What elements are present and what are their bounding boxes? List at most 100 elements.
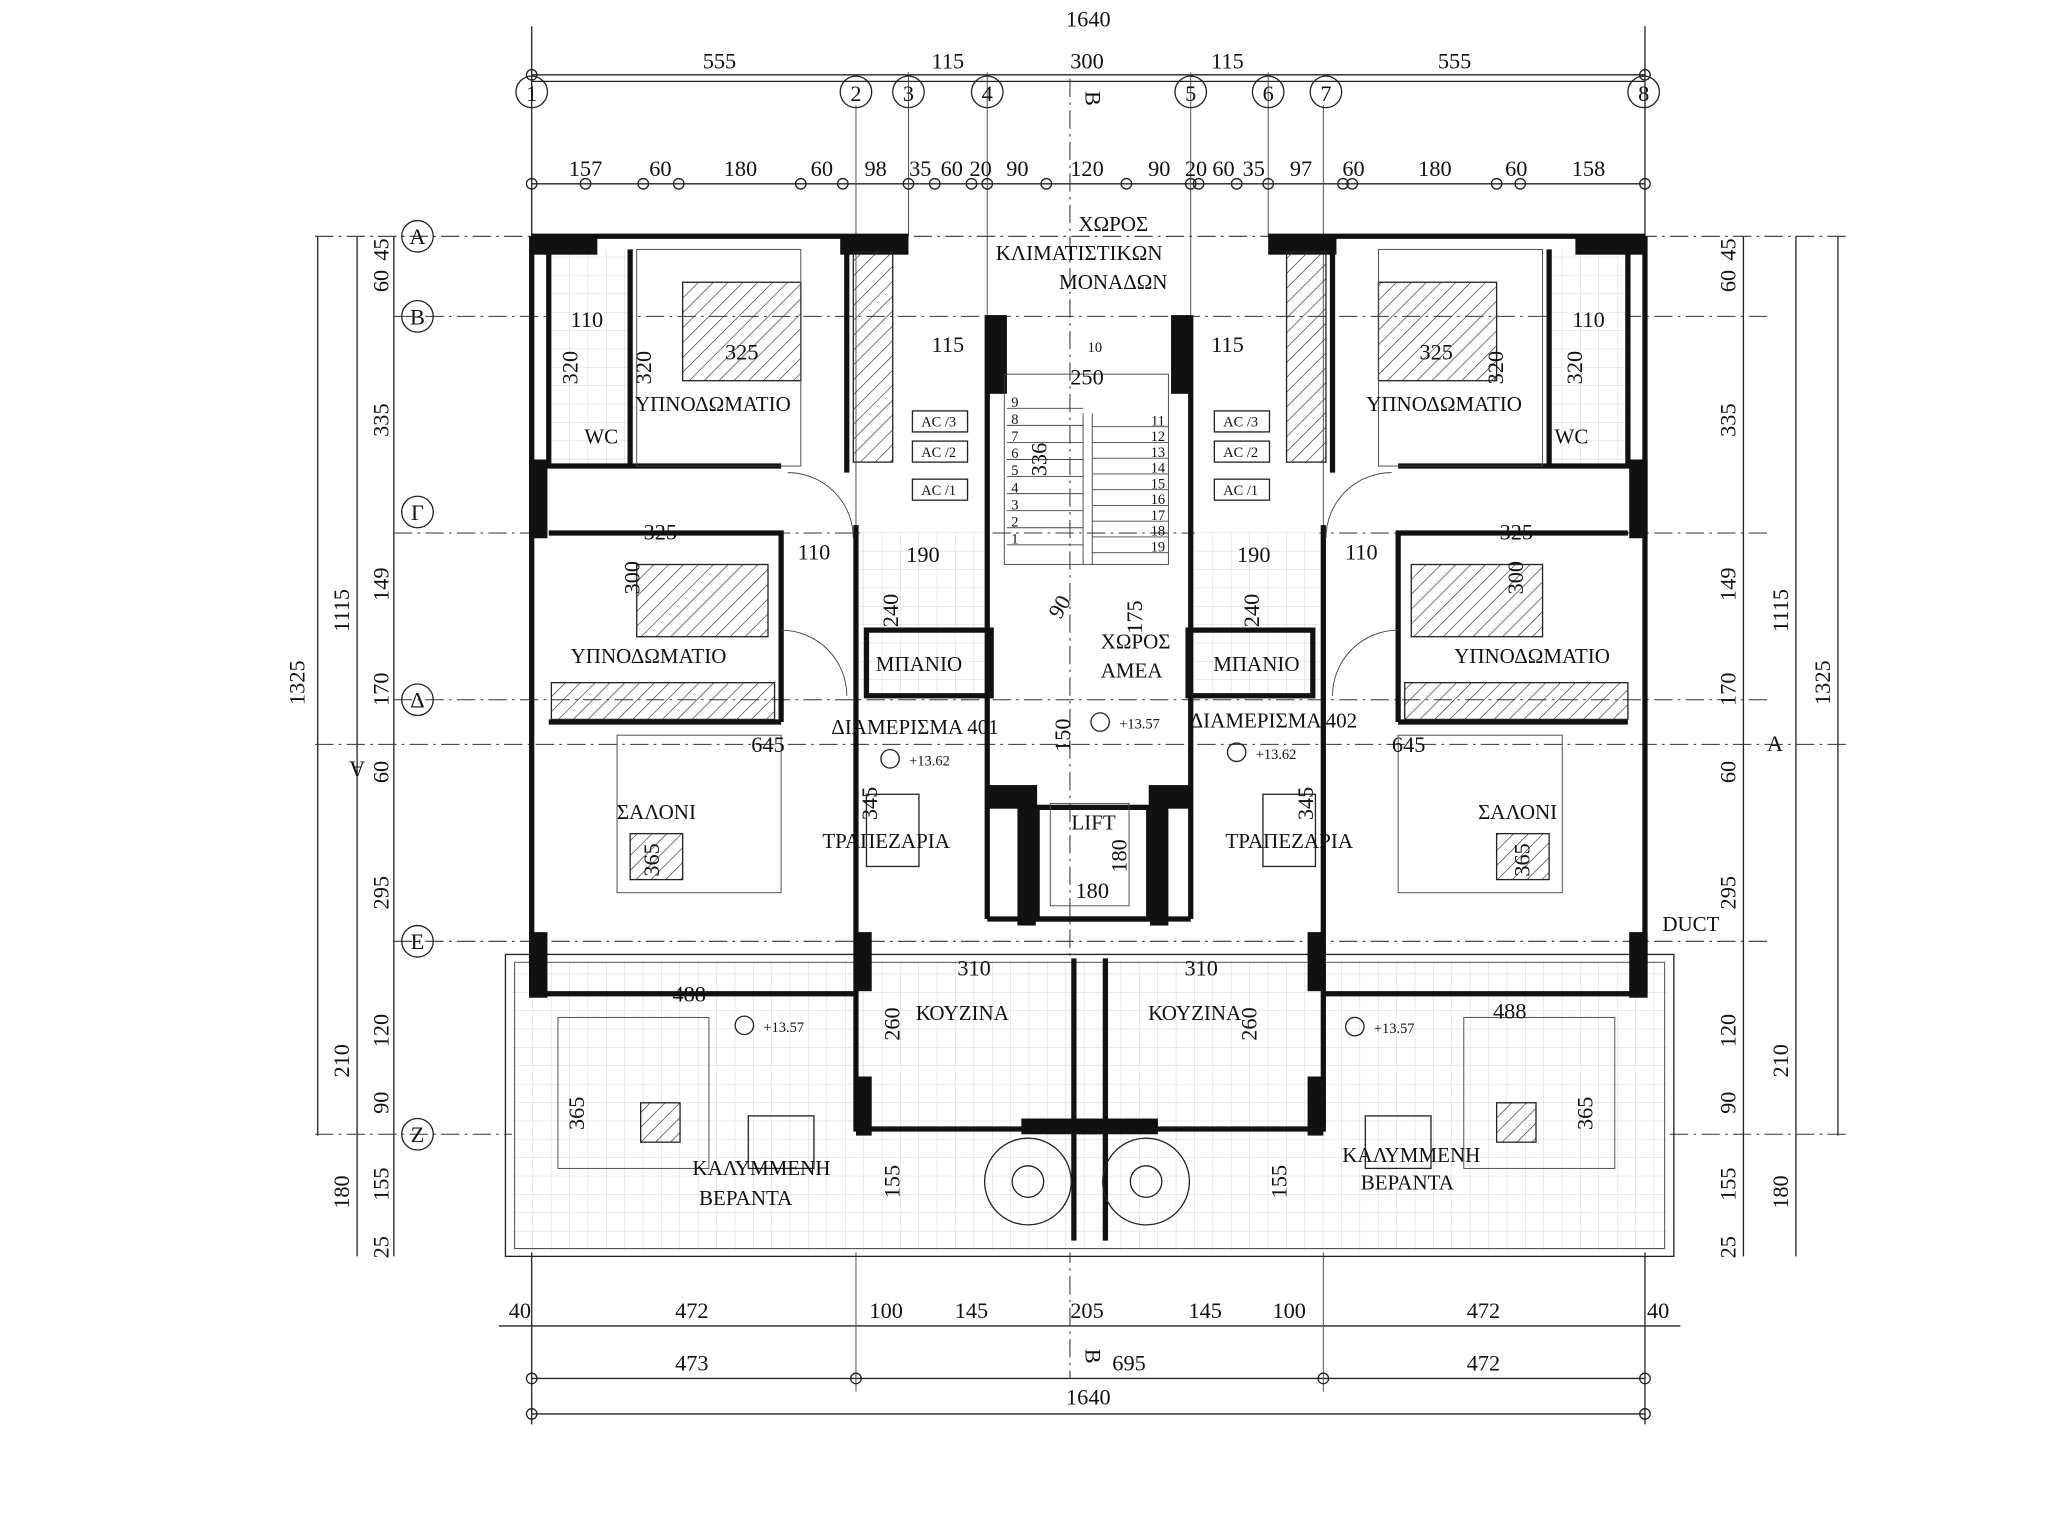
stair-step-number: 19 xyxy=(1151,539,1165,555)
left-detail-dimension: 60 xyxy=(369,270,394,292)
column-axis-label: 8 xyxy=(1638,81,1649,106)
row-axis-label: Β xyxy=(410,304,425,329)
level-marker-icon xyxy=(880,748,900,769)
row-axis-bubble xyxy=(401,924,434,958)
column-axis-label: 4 xyxy=(982,81,993,106)
room-dimension: 190 xyxy=(1237,542,1270,567)
room-label: ΧΩΡΟΣ xyxy=(1101,630,1171,654)
room-dimension: 365 xyxy=(1572,1097,1597,1130)
bottom-detail-dimension: 40 xyxy=(509,1298,531,1323)
right-total-dimension: 180 xyxy=(1768,1175,1793,1208)
room-dimension: 645 xyxy=(1392,732,1425,757)
room-dimension: 365 xyxy=(639,843,664,876)
column-axis-bubble xyxy=(1251,75,1285,109)
stair-step-number: 9 xyxy=(1011,395,1018,411)
right-detail-dimension: 60 xyxy=(1716,270,1741,292)
room-dimension: 175 xyxy=(1122,600,1147,633)
top-detail-dimension: 158 xyxy=(1572,156,1605,181)
top-detail-dimension: 97 xyxy=(1290,156,1312,181)
level-marker-icon xyxy=(734,1015,755,1036)
row-axis-bubble xyxy=(401,495,434,529)
column-axis-bubble xyxy=(1174,75,1208,109)
top-axis-dimension: 115 xyxy=(932,48,965,73)
room-dimension: 488 xyxy=(673,982,706,1007)
top-detail-dimension: 35 xyxy=(1243,156,1265,181)
section-mark-bottom: Β xyxy=(1081,1349,1106,1364)
staircase xyxy=(1006,407,1169,554)
room-dimension: 365 xyxy=(1509,843,1534,876)
stair-step-number: 3 xyxy=(1011,497,1018,513)
top-detail-dimension: 60 xyxy=(941,156,963,181)
stair-step-number: 13 xyxy=(1151,445,1165,461)
bottom-detail-dimension: 472 xyxy=(1467,1298,1500,1323)
dimension-ticks xyxy=(525,68,1651,1420)
stair-step-number: 4 xyxy=(1011,480,1018,496)
left-detail-dimension: 90 xyxy=(369,1092,394,1114)
room-dimension: 240 xyxy=(878,594,903,627)
room-dimension: 190 xyxy=(906,542,939,567)
column-axis-label: 7 xyxy=(1320,81,1331,106)
room-dimension: 320 xyxy=(1483,351,1508,384)
top-detail-dimension: 60 xyxy=(811,156,833,181)
top-axis-dimension: 115 xyxy=(1211,48,1244,73)
room-dimension: 345 xyxy=(1293,787,1318,820)
row-axis-bubble xyxy=(401,299,434,333)
room-dimension: 488 xyxy=(1493,999,1526,1024)
top-axis-dimension: 555 xyxy=(1438,48,1471,73)
right-detail-dimension: 170 xyxy=(1716,673,1741,706)
room-label: ΣΑΛΟΝΙ xyxy=(617,800,696,824)
left-detail-dimension: 170 xyxy=(369,673,394,706)
room-dimension: 155 xyxy=(879,1165,904,1198)
level-marker-icon xyxy=(1344,1016,1365,1037)
room-dimension: 645 xyxy=(751,732,784,757)
column-axis-label: 2 xyxy=(850,81,861,106)
bottom-detail-dimension: 40 xyxy=(1647,1298,1669,1323)
column-axis-bubble xyxy=(515,75,549,109)
ac-unit-box xyxy=(911,440,969,463)
room-dimension: 180 xyxy=(1076,878,1109,903)
room-label: ΥΠΝΟΔΩΜΑΤΙΟ xyxy=(1454,644,1610,668)
stair-step-number: 17 xyxy=(1151,508,1165,524)
level-marker-icon xyxy=(1226,742,1247,763)
right-detail-dimension: 149 xyxy=(1716,567,1741,600)
right-detail-dimension: 335 xyxy=(1716,403,1741,436)
top-detail-dimension: 157 xyxy=(569,156,602,181)
room-dimension: 90 xyxy=(1043,591,1076,623)
level-marker-icon xyxy=(1090,712,1110,732)
left-total-dimension: 210 xyxy=(329,1044,354,1077)
top-axis-dimension: 300 xyxy=(1070,48,1103,73)
stair-step-number: 8 xyxy=(1011,412,1018,428)
room-label: ΚΟΥΖΙΝΑ xyxy=(1148,1001,1242,1025)
column-axis-label: 3 xyxy=(903,81,914,106)
ac-unit-box xyxy=(1213,478,1271,501)
right-detail-dimension: 295 xyxy=(1716,876,1741,909)
room-label: ΔΙΑΜΕΡΙΣΜΑ 401 xyxy=(831,715,999,739)
stair-step-number: 7 xyxy=(1011,429,1018,445)
room-dimension: 320 xyxy=(631,351,656,384)
room-label: ΧΩΡΟΣ xyxy=(1078,212,1148,236)
stair-step-number: 18 xyxy=(1151,524,1165,540)
bottom-detail-dimension: 205 xyxy=(1070,1298,1103,1323)
room-label: ΚΛΙΜΑΤΙΣΤΙΚΩΝ xyxy=(996,241,1163,265)
ac-unit-label: AC /1 xyxy=(921,483,956,499)
stair-step-number: 2 xyxy=(1011,514,1018,530)
column-axis-label: 6 xyxy=(1263,81,1274,106)
ac-unit-box xyxy=(1213,440,1271,463)
room-dimension: 110 xyxy=(1345,539,1378,564)
room-dimension: 310 xyxy=(957,955,990,980)
left-detail-dimension: 25 xyxy=(369,1236,394,1258)
top-detail-dimension: 60 xyxy=(1342,156,1364,181)
top-detail-dimension: 180 xyxy=(724,156,757,181)
bottom-overall-dimension: 1640 xyxy=(1066,1385,1111,1410)
row-axis-bubble xyxy=(401,1117,434,1151)
column-axis-bubble xyxy=(970,75,1004,109)
room-label: ΥΠΝΟΔΩΜΑΤΙΟ xyxy=(571,644,727,668)
ac-unit-label: AC /2 xyxy=(1223,445,1258,461)
room-dimension: 155 xyxy=(1267,1165,1292,1198)
room-dimension: 300 xyxy=(1503,561,1528,594)
room-label: ΤΡΑΠΕΖΑΡΙΑ xyxy=(822,829,950,853)
stair-step-number: 16 xyxy=(1151,492,1165,508)
stair-step-number: 12 xyxy=(1151,429,1165,445)
row-axis-label: Γ xyxy=(411,500,424,525)
